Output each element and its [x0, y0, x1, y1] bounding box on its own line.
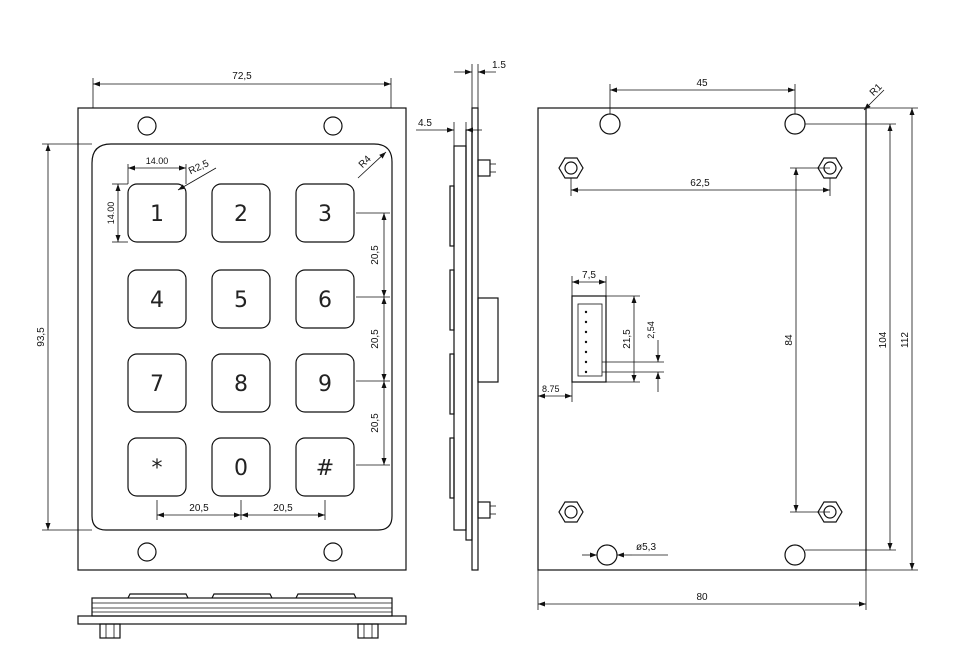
key-label: 0 — [234, 456, 248, 481]
front-mount-hole-tr — [323, 116, 343, 136]
dim-overall-height: 112 — [866, 107, 918, 571]
dim-label: ø5,3 — [636, 542, 656, 553]
side-view: 1.5 4.5 — [416, 60, 506, 571]
dim-label: 1.5 — [492, 60, 506, 71]
key-label: 3 — [318, 202, 332, 227]
dim-key-radius: R2,5 — [177, 158, 217, 191]
dim-label: 21,5 — [622, 329, 633, 349]
hex-standoff — [558, 501, 584, 523]
dim-back-radius: R1 — [863, 82, 885, 111]
dim-hole-diameter: ø5,3 — [582, 542, 668, 558]
dim-label: 20,5 — [370, 413, 381, 433]
dim-label: 84 — [784, 334, 795, 346]
dim-label: 62,5 — [690, 178, 710, 189]
back-mount-hole-tl — [599, 113, 621, 135]
dim-label: 20,5 — [273, 503, 293, 514]
dim-label: 112 — [900, 332, 911, 348]
front-mount-hole-bl — [137, 542, 157, 562]
front-mount-hole-tl — [137, 116, 157, 136]
dim-label: 20,5 — [189, 503, 209, 514]
front-bezel — [77, 107, 407, 571]
dim-label: R1 — [868, 82, 885, 99]
key-button[interactable]: 4 — [127, 269, 187, 329]
dim-connector-offset: 8.75 — [538, 382, 573, 402]
key-button[interactable]: * — [127, 437, 187, 497]
back-mount-hole-bl — [596, 544, 618, 566]
key-label: * — [152, 456, 163, 481]
dim-label: 80 — [696, 592, 708, 603]
key-button[interactable]: 7 — [127, 353, 187, 413]
bottom-view — [77, 593, 407, 639]
front-mount-hole-br — [323, 542, 343, 562]
key-label: # — [316, 456, 334, 481]
dim-label: R2,5 — [187, 158, 211, 177]
key-button[interactable]: # — [295, 437, 355, 497]
key-button[interactable]: 0 — [211, 437, 271, 497]
connector — [571, 295, 607, 383]
dim-label: 104 — [878, 331, 889, 348]
dim-front-width: 72,5 — [92, 71, 392, 108]
key-label: 5 — [234, 288, 248, 313]
dim-label: R4 — [357, 154, 374, 171]
dim-label: 93,5 — [36, 327, 47, 347]
dim-label: 7,5 — [582, 270, 596, 281]
dim-key-height: 14.00 — [106, 183, 128, 243]
key-label: 4 — [150, 288, 164, 313]
key-button[interactable]: 8 — [211, 353, 271, 413]
dim-hole-vertical: 104 — [805, 123, 896, 551]
dim-standoff-spacing: 62,5 — [570, 178, 831, 196]
dim-label: 20,5 — [370, 245, 381, 265]
dim-col-pitch: 20,5 20,5 — [156, 500, 326, 520]
key-label: 9 — [318, 372, 332, 397]
back-view: 45 R1 62,5 84 104 — [537, 78, 918, 610]
key-label: 1 — [150, 202, 164, 227]
dim-label: 20,5 — [370, 329, 381, 349]
dim-connector-width: 7,5 — [571, 270, 607, 296]
dim-label: 14.00 — [146, 156, 169, 166]
back-mount-hole-tr — [784, 113, 806, 135]
key-button[interactable]: 9 — [295, 353, 355, 413]
dim-row-pitch: 20,5 20,5 20,5 — [356, 212, 390, 466]
front-key-area — [91, 143, 393, 531]
key-label: 6 — [318, 288, 332, 313]
dim-label: 45 — [696, 78, 708, 89]
dim-key-depth: 4.5 — [416, 118, 482, 146]
key-button[interactable]: 5 — [211, 269, 271, 329]
dim-overall-width: 80 — [537, 570, 867, 610]
dim-connector-length: 21,5 — [606, 295, 640, 383]
key-label: 7 — [150, 372, 164, 397]
front-view: 1 2 3 4 5 6 7 8 — [36, 71, 407, 571]
dim-label: 14.00 — [106, 202, 116, 225]
dim-back-hole-spacing: 45 — [609, 78, 796, 114]
dim-front-height: 93,5 — [36, 143, 92, 531]
dim-label: 8.75 — [542, 384, 560, 394]
dim-label: 2,54 — [646, 321, 656, 339]
key-label: 2 — [234, 202, 248, 227]
back-board — [537, 107, 867, 571]
dim-label: 72,5 — [232, 71, 252, 82]
dim-label: 4.5 — [418, 118, 432, 129]
dim-standoff-vertical: 84 — [784, 167, 830, 513]
dim-corner-radius: R4 — [357, 151, 387, 179]
key-button[interactable]: 2 — [211, 183, 271, 243]
key-button[interactable]: 3 — [295, 183, 355, 243]
key-button[interactable]: 6 — [295, 269, 355, 329]
back-mount-hole-br — [784, 544, 806, 566]
dim-side-thickness: 1.5 — [454, 60, 506, 108]
key-button[interactable]: 1 — [127, 183, 187, 243]
hex-standoff — [558, 157, 584, 179]
key-label: 8 — [234, 372, 248, 397]
dim-pin-pitch: 2,54 — [602, 321, 664, 392]
dim-key-width: 14.00 — [127, 156, 187, 184]
